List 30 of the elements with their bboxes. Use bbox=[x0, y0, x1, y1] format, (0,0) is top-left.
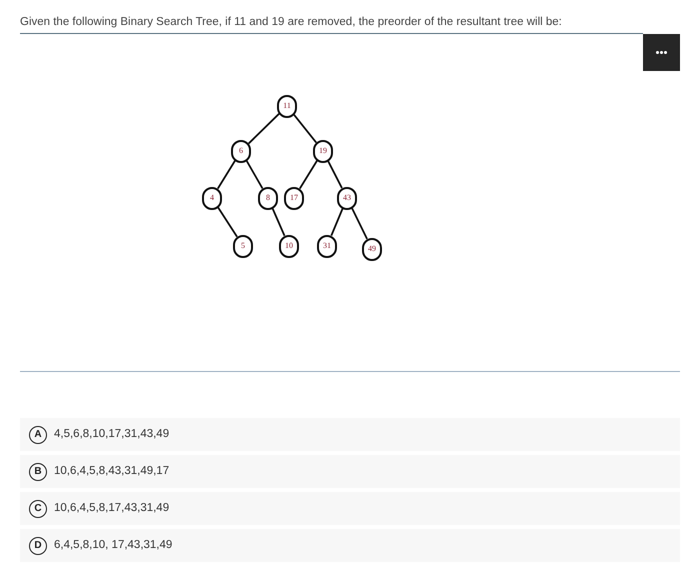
answer-option bbox=[20, 455, 680, 488]
answer-text: 6,4,5,8,10, 17,43,31,49 bbox=[54, 538, 172, 553]
tree-node: 43 bbox=[337, 186, 357, 210]
question-text: Given the following Binary Search Tree, if 11 and 19 are removed, the preorder of the resultant tree will be: bbox=[20, 15, 562, 30]
tree-edge bbox=[327, 160, 343, 188]
tree-edge bbox=[246, 160, 264, 189]
tree-edge bbox=[351, 208, 368, 240]
answer-option bbox=[20, 418, 680, 451]
answer-text: 10,6,4,5,8,17,43,31,49 bbox=[54, 500, 170, 516]
tree-node: 5 bbox=[233, 234, 253, 258]
option-letter: A bbox=[29, 426, 47, 444]
tree-edge bbox=[330, 208, 344, 236]
tree-node: 31 bbox=[317, 234, 337, 258]
tree-edge bbox=[272, 208, 286, 236]
tree-node: 49 bbox=[362, 238, 382, 260]
answer-option bbox=[20, 492, 680, 525]
tree-edge bbox=[293, 114, 317, 144]
answer-text: 10,6,4,5,8,43,31,49,17 bbox=[54, 464, 170, 479]
option-letter: C bbox=[29, 500, 47, 518]
answer-text: 4,5,6,8,10,17,31,43,49 bbox=[54, 426, 170, 442]
option-letter: B bbox=[29, 462, 47, 480]
tree-node: 10 bbox=[279, 234, 299, 258]
tree-node: 17 bbox=[284, 186, 304, 210]
tree-node: 11 bbox=[277, 94, 297, 118]
tree-node: 4 bbox=[202, 186, 222, 210]
answer-option bbox=[20, 529, 680, 562]
tree-node: 6 bbox=[231, 140, 251, 162]
tree-node: 19 bbox=[313, 140, 333, 162]
tree-node: 8 bbox=[258, 186, 278, 210]
option-letter: D bbox=[29, 536, 47, 554]
